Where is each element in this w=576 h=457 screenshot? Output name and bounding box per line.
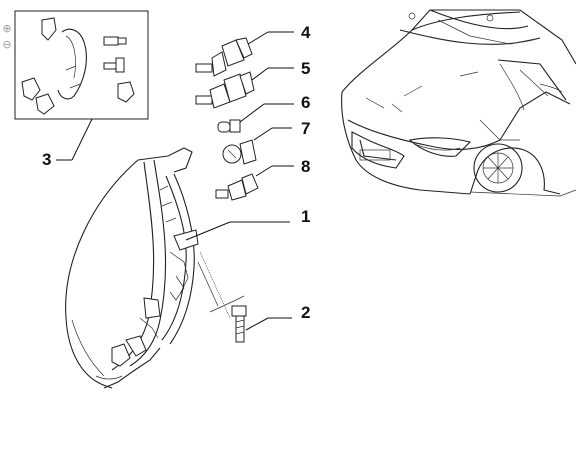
part-4-bulb bbox=[195, 37, 253, 77]
headlamp-assembly bbox=[65, 147, 199, 389]
magnifier-minus-icon[interactable]: ⊖ bbox=[2, 38, 12, 51]
part-6-bulb bbox=[217, 119, 241, 133]
callout-2: 2 bbox=[301, 303, 311, 322]
callout-7: 7 bbox=[301, 119, 311, 138]
part-7-bulb-holder bbox=[222, 139, 257, 165]
callout-1: 1 bbox=[301, 207, 311, 226]
part-2-screw bbox=[231, 305, 247, 343]
inset-screw-top bbox=[103, 36, 127, 46]
part-5-bulb bbox=[195, 71, 255, 109]
callout-4: 4 bbox=[301, 23, 311, 42]
magnifier-plus-icon[interactable]: ⊕ bbox=[2, 22, 12, 35]
car-illustration bbox=[341, 9, 576, 197]
callout-5: 5 bbox=[301, 59, 311, 78]
callout-8: 8 bbox=[301, 157, 311, 176]
callout-6: 6 bbox=[301, 93, 311, 112]
part-8-bulb bbox=[215, 173, 259, 201]
inset-screw-mid bbox=[103, 57, 125, 73]
inset-box bbox=[14, 10, 149, 120]
callout-3: 3 bbox=[42, 150, 52, 169]
